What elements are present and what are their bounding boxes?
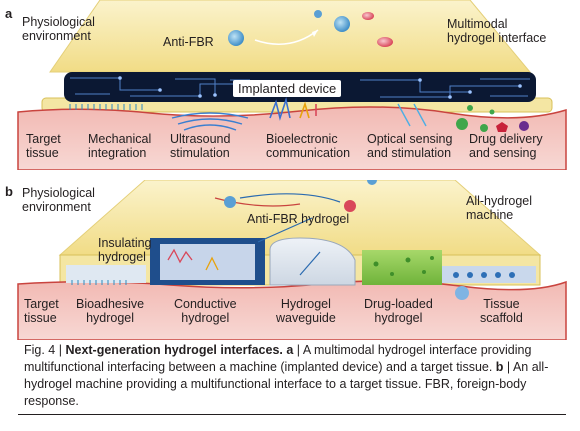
optical-sensing-label: Optical sensing and stimulation [367,132,453,160]
conductive-hydrogel-label: Conductive hydrogel [174,297,237,325]
ultrasound-stimulation-label: Ultrasound stimulation [170,132,231,160]
conductive-signal-icon [167,248,193,264]
insulating-hydrogel-label: Insulating hydrogel [98,236,152,264]
panel-b-illustration [17,180,567,340]
multimodal-interface-label: Multimodal hydrogel interface [447,17,547,45]
scaffold-cells-icon [453,272,515,278]
drug-delivery-label: Drug delivery and sensing [469,132,543,160]
bioelectronic-signal-icon [269,97,317,121]
tissue-scaffold-label: Tissue scaffold [480,297,523,325]
panel-a: a Physiological environment Anti-FBR Mul… [0,0,580,170]
anti-fbr-arrow [214,197,301,207]
caption-fig-number: Fig. 4 | [24,343,66,357]
caption-title: Next-generation hydrogel interfaces. [65,343,283,357]
target-tissue-b-label: Target tissue [24,297,59,325]
drug-loaded-particles [373,256,434,276]
anti-fbr-hydrogel-label: Anti-FBR hydrogel [247,212,350,226]
target-tissue-a [17,106,567,170]
hydrogel-coating-a [49,0,532,73]
panel-b: b Physiological environment All-hydrogel… [0,180,580,340]
interface-bristles [69,104,143,110]
anti-fbr-label: Anti-FBR [163,35,214,49]
caption-a-letter: a [282,343,294,357]
caption-rule [18,414,566,415]
drug-loaded-hydrogel-block [362,250,442,285]
optical-beam-icon [397,103,427,127]
immune-cells-icon [228,10,393,47]
drug-loaded-hydrogel-label: Drug-loaded hydrogel [364,297,433,325]
target-tissue-label: Target tissue [26,132,61,160]
panel-b-letter: b [5,184,13,199]
ultrasound-waves-icon [171,112,249,131]
panel-a-letter: a [5,6,13,21]
bioadhesive-layer [66,265,146,283]
all-hydrogel-machine-label: All-hydrogel machine [466,194,533,222]
panel-a-illustration [17,0,567,170]
drug-particles-icon [456,105,529,132]
scaffold-layer [442,266,536,283]
physiological-environment-b-label: Physiological environment [22,186,95,214]
caption-a-text: | A multimodal hydrogel interface provid… [24,343,532,374]
signal-arrows [239,193,341,276]
physiological-environment-label: Physiological environment [22,15,95,43]
conductive-hydrogel-inner [160,244,255,280]
bioadhesive-bristles [71,280,127,285]
bioadhesive-hydrogel-label: Bioadhesive hydrogel [76,297,145,325]
hydrogel-waveguide-label: Hydrogel waveguide [276,297,336,325]
implanted-device-label: Implanted device [233,80,342,97]
caption-b-text: | An all-hydrogel machine providing a mu… [24,360,549,408]
immune-cells-b-icon [224,180,469,300]
bioelectronic-communication-label: Bioelectronic communication [266,132,351,160]
caption-b-letter: b [492,360,504,374]
figure-caption: Fig. 4 | Next-generation hydrogel interf… [24,342,559,410]
conductive-signal-icon-2 [205,256,219,271]
mechanical-integration-label: Mechanical integration [88,132,152,160]
